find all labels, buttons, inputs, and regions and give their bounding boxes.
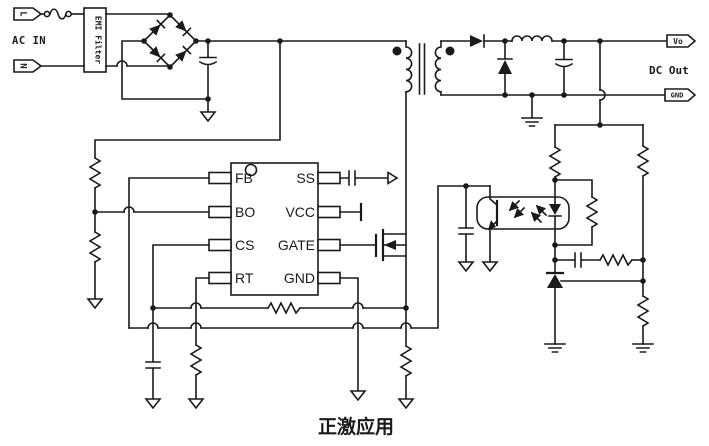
core-lines xyxy=(418,43,426,95)
emi-filter-label: EMI Filter xyxy=(94,16,104,64)
fuse xyxy=(40,8,85,20)
primary-phase-dot xyxy=(392,46,402,56)
ic-body xyxy=(230,162,319,296)
mosfet-arrow xyxy=(384,240,396,250)
pin-gate xyxy=(317,238,341,252)
wire-hop xyxy=(599,89,606,101)
fb-divider-lower-resistor xyxy=(636,294,650,328)
pin-gnd xyxy=(317,271,341,285)
output-inductor xyxy=(511,35,553,42)
compensation-resistor xyxy=(598,253,634,267)
optocoupler-body xyxy=(476,196,570,230)
vcc-pin-network xyxy=(339,202,363,222)
source-ground xyxy=(397,398,415,410)
pin1-marker xyxy=(244,163,258,177)
power-mosfet xyxy=(339,91,415,410)
transformer xyxy=(392,40,455,96)
rectifier-diode xyxy=(470,34,485,48)
line-terminal-label: L xyxy=(18,11,28,17)
primary-winding xyxy=(405,40,413,93)
fb-divider-upper-resistor xyxy=(636,144,650,178)
pin-label-bo: BO xyxy=(235,204,255,220)
line-terminal-tag xyxy=(13,7,43,21)
led-parallel-resistor xyxy=(585,195,599,229)
shunt-regulator xyxy=(544,259,644,353)
pin-cs xyxy=(208,238,232,252)
pin-ss xyxy=(317,171,341,185)
divider-earth-ground xyxy=(632,343,654,353)
cs-series-resistor xyxy=(266,301,302,315)
secondary-winding xyxy=(434,40,442,96)
freewheel-diode xyxy=(497,40,513,96)
divider-resistor-lower xyxy=(88,230,102,264)
pin-label-fb: FB xyxy=(235,170,253,186)
bo-sense-divider xyxy=(86,40,281,310)
gnd-pin-network xyxy=(339,277,367,402)
emi-filter-box xyxy=(83,7,107,73)
rt-resistor xyxy=(189,343,203,377)
rt-ground xyxy=(187,398,205,410)
pin-label-gate: GATE xyxy=(278,237,315,253)
vout-terminal-tag xyxy=(666,34,697,48)
divider-resistor-upper xyxy=(88,156,102,190)
pin-vcc xyxy=(317,205,341,219)
pin-label-ss: SS xyxy=(296,170,315,186)
neutral-terminal-tag xyxy=(13,59,43,73)
bridge-diode-1 xyxy=(149,19,166,36)
opto-led xyxy=(548,179,562,261)
gnd-terminal-tag xyxy=(664,88,697,102)
figure-caption: 正激应用 xyxy=(318,415,394,438)
dc-out-label: DC Out xyxy=(649,64,689,77)
pin-label-rt: RT xyxy=(235,270,254,286)
pin-label-gnd: GND xyxy=(284,270,315,286)
feedback-network xyxy=(544,40,654,353)
vout-terminal-label: Vo xyxy=(673,37,683,46)
secondary-earth-ground xyxy=(521,94,543,127)
secondary-phase-dot xyxy=(445,46,455,56)
emitter-arrow xyxy=(488,220,496,230)
bridge-diode-3 xyxy=(149,46,166,63)
primary-bus xyxy=(195,40,407,123)
output-stage: Vo GND DC Out xyxy=(440,34,697,127)
pin-fb xyxy=(208,171,232,185)
bridge-diode-2 xyxy=(175,20,192,37)
primary-ground xyxy=(199,98,217,123)
pin-label-cs: CS xyxy=(235,237,254,253)
neutral-terminal-label: N xyxy=(18,63,28,68)
rt-network xyxy=(187,277,210,410)
fb-filter-capacitor xyxy=(457,185,475,273)
bridge-diode-4 xyxy=(175,45,192,62)
regulator-earth-ground xyxy=(544,343,566,353)
bridge-rectifier xyxy=(121,13,209,100)
pin-rt xyxy=(208,271,232,285)
controller-ic: FB BO CS RT SS VCC GATE GND xyxy=(208,162,341,296)
pin-label-vcc: VCC xyxy=(285,204,315,220)
pin-bo xyxy=(208,205,232,219)
divider-ground xyxy=(86,298,104,310)
emi-bottom-out-wire xyxy=(105,65,171,68)
ic-ground xyxy=(349,390,367,402)
output-capacitor xyxy=(554,40,574,96)
gnd-terminal-label: GND xyxy=(671,92,684,100)
ss-arrow xyxy=(387,171,399,185)
light-arrows xyxy=(508,199,548,224)
junction-dots xyxy=(92,12,646,311)
emi-top-out-wire xyxy=(105,13,171,16)
bridge-negative-wire xyxy=(121,40,209,100)
optocoupler xyxy=(476,185,570,273)
opto-ground xyxy=(481,261,499,273)
compensation-network xyxy=(554,252,644,268)
ss-pin-network xyxy=(339,170,399,186)
led-bias-resistor xyxy=(548,145,562,179)
opto-phototransistor xyxy=(481,185,499,273)
ac-in-label: AC IN xyxy=(12,35,46,47)
bulk-capacitor xyxy=(198,40,218,100)
sense-resistor xyxy=(399,344,413,378)
cs-filter-capacitor xyxy=(144,307,162,410)
